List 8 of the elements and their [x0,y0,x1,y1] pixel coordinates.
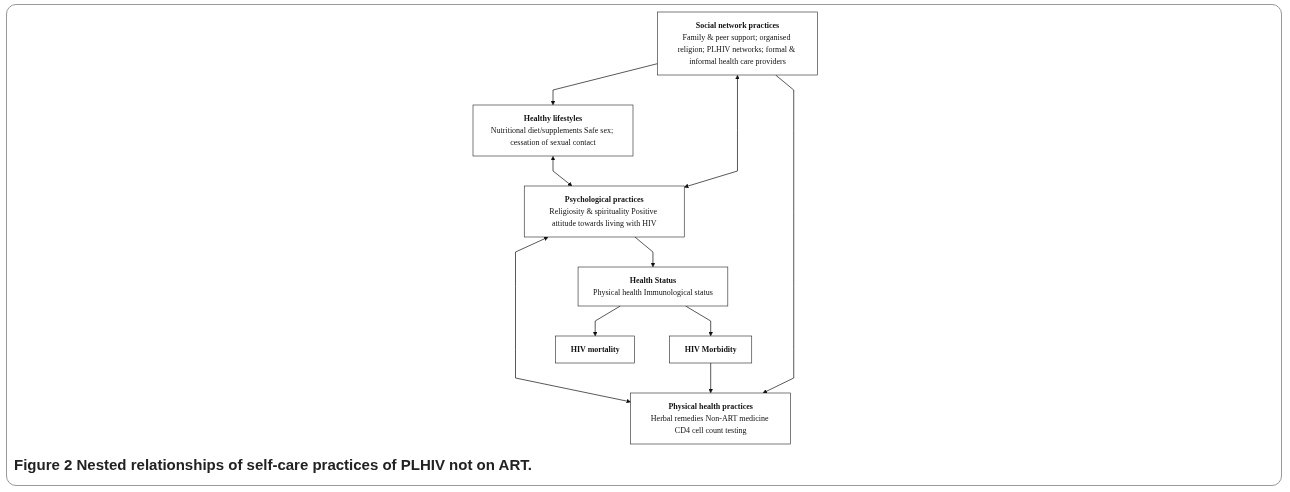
node-box: Physical health practices Herbal remedies Non-ART medicine CD4 cell count testing [630,392,791,445]
node-box: Psychological practices Religiosity & spirituality Positive attitude towards living with HIV [523,185,685,238]
node-box: Health Status Physical health Immunological status [577,266,728,307]
figure-caption: Figure 2 Nested relationships of self-care practices of PLHIV not on ART. [14,456,532,473]
node-box: Social network practices Family & peer support; organised religion; PLHIV networks; formal & informal health care providers [656,11,818,76]
node-box: HIV Morbidity [669,335,752,364]
node-box: Healthy lifestyles Nutritional diet/supplements Safe sex; cessation of sexual contact [472,104,634,157]
node-box: HIV mortality [555,335,635,364]
